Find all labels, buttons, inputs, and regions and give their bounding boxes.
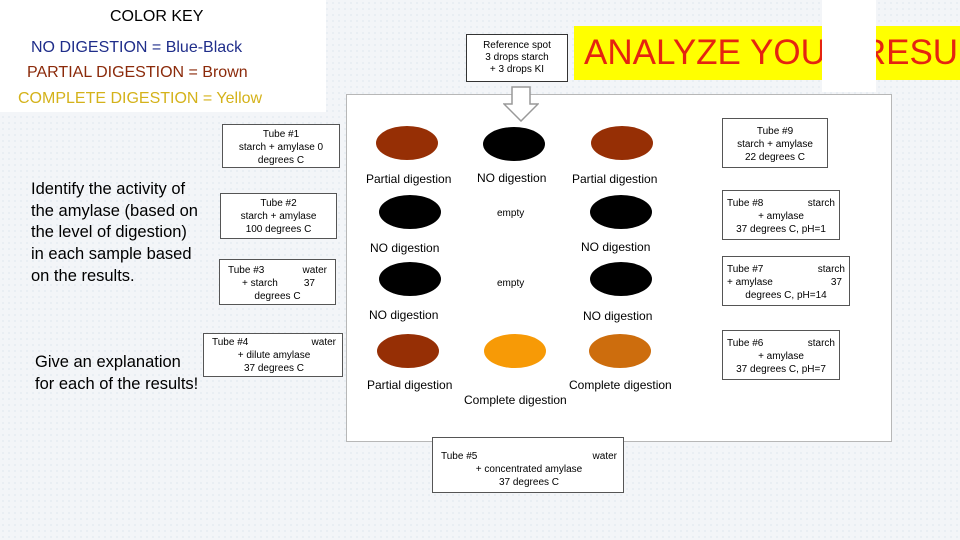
tube-3-label: Tube #3 water + starch 37 degrees C xyxy=(219,259,336,305)
tube-7-line-2b: 37 xyxy=(830,277,842,288)
spot-tube-5 xyxy=(484,334,546,368)
reference-line-2: 3 drops starch xyxy=(485,52,549,63)
tube-8-line-3: 37 degrees C, pH=1 xyxy=(736,224,826,235)
result-tube-5: Complete digestion xyxy=(464,393,567,407)
tube-6-line-1b: starch xyxy=(807,338,835,349)
tube-3-line-2b: 37 xyxy=(303,278,315,289)
spot-reference xyxy=(483,127,545,161)
tube-6-line-1a: Tube #6 xyxy=(727,338,764,349)
result-tube-1: Partial digestion xyxy=(366,172,452,186)
tube-7-line-2a: + amylase xyxy=(727,277,773,288)
spot-tube-3 xyxy=(379,262,441,296)
tube-8-line-1a: Tube #8 xyxy=(727,198,764,209)
tube-9-line-2: starch + amylase xyxy=(737,139,813,150)
spot-tube-2 xyxy=(379,195,441,229)
tube-6-line-2: + amylase xyxy=(758,351,804,362)
tube-4-label: Tube #4 water + dilute amylase 37 degrees… xyxy=(203,333,343,377)
tube-1-line-3: degrees C xyxy=(257,155,305,166)
result-tube-2: NO digestion xyxy=(370,241,440,255)
tube-7-line-1b: starch xyxy=(817,264,845,275)
tube-3-line-1a: Tube #3 xyxy=(228,265,265,276)
tube-4-line-3: 37 degrees C xyxy=(243,363,305,374)
result-tube-7: NO digestion xyxy=(583,309,653,323)
explain-instruction: Give an explanation for each of the resu… xyxy=(35,353,199,393)
color-key-title: COLOR KEY xyxy=(110,8,204,25)
tube-8-line-1b: starch xyxy=(807,198,835,209)
result-tube-9: Partial digestion xyxy=(572,172,658,186)
result-tube-8: NO digestion xyxy=(581,240,651,254)
identify-instruction: Identify the activity of the amylase (ba… xyxy=(31,180,198,285)
banner-white-block xyxy=(822,0,876,92)
tube-1-label: Tube #1 starch + amylase 0 degrees C xyxy=(222,124,340,168)
tube-9-line-1: Tube #9 xyxy=(756,126,794,137)
tube-8-label: Tube #8 starch + amylase 37 degrees C, pH… xyxy=(722,190,840,240)
result-tube-3: NO digestion xyxy=(369,308,439,322)
tube-2-line-2: starch + amylase xyxy=(240,211,317,222)
tube-1-line-1: Tube #1 xyxy=(262,129,300,140)
reference-spot-box: Reference spot 3 drops starch + 3 drops … xyxy=(466,34,568,82)
tube-5-line-3: 37 degrees C xyxy=(498,477,560,488)
spot-tube-9 xyxy=(591,126,653,160)
tube-2-line-1: Tube #2 xyxy=(260,198,297,209)
tube-5-line-2: + concentrated amylase xyxy=(475,464,583,475)
empty-center-1: empty xyxy=(497,208,525,219)
tube-3-line-2a: + starch xyxy=(242,278,278,289)
result-tube-6: Complete digestion xyxy=(569,378,672,392)
tube-6-label: Tube #6 starch + amylase 37 degrees C, pH… xyxy=(722,330,840,380)
tube-2-line-3: 100 degrees C xyxy=(245,224,312,235)
color-key-panel xyxy=(0,0,326,112)
spot-tube-8 xyxy=(590,195,652,229)
tube-9-line-3: 22 degrees C xyxy=(744,152,806,163)
tube-4-line-2: + dilute amylase xyxy=(237,350,311,361)
tube-1-line-2: starch + amylase 0 xyxy=(238,142,324,153)
spot-tube-6 xyxy=(589,334,651,368)
tube-7-line-1a: Tube #7 xyxy=(727,264,764,275)
tube-3-line-1b: water xyxy=(302,265,327,276)
down-arrow-icon xyxy=(503,86,539,122)
tube-7-line-3: degrees C, pH=14 xyxy=(745,290,827,301)
tube-3-line-3: degrees C xyxy=(254,291,301,302)
tube-5-line-1b: water xyxy=(592,451,617,462)
tube-9-label: Tube #9 starch + amylase 22 degrees C xyxy=(722,118,828,168)
tube-2-label: Tube #2 starch + amylase 100 degrees C xyxy=(220,193,337,239)
reference-line-3: + 3 drops KI xyxy=(489,64,545,75)
result-reference: NO digestion xyxy=(477,171,547,185)
empty-center-2: empty xyxy=(497,278,525,289)
key-complete-digestion: COMPLETE DIGESTION = Yellow xyxy=(18,90,263,107)
spot-tube-4 xyxy=(377,334,439,368)
tube-8-line-2: + amylase xyxy=(758,211,804,222)
key-no-digestion: NO DIGESTION = Blue-Black xyxy=(31,39,243,56)
reference-line-1: Reference spot xyxy=(483,40,551,51)
tube-7-label: Tube #7 starch + amylase 37 degrees C, pH=… xyxy=(722,256,850,306)
tube-5-label: Tube #5 water + concentrated amylase 37 d… xyxy=(432,437,624,493)
analyze-banner: ANALYZE YOUR RESULT xyxy=(574,26,960,80)
key-partial-digestion: PARTIAL DIGESTION = Brown xyxy=(27,64,248,81)
spot-tube-1 xyxy=(376,126,438,160)
tube-4-line-1b: water xyxy=(311,337,336,348)
spot-tube-7 xyxy=(590,262,652,296)
tube-6-line-3: 37 degrees C, pH=7 xyxy=(736,364,826,375)
tube-4-line-1a: Tube #4 xyxy=(212,337,249,348)
tube-5-line-1a: Tube #5 xyxy=(441,451,478,462)
result-tube-4: Partial digestion xyxy=(367,378,453,392)
